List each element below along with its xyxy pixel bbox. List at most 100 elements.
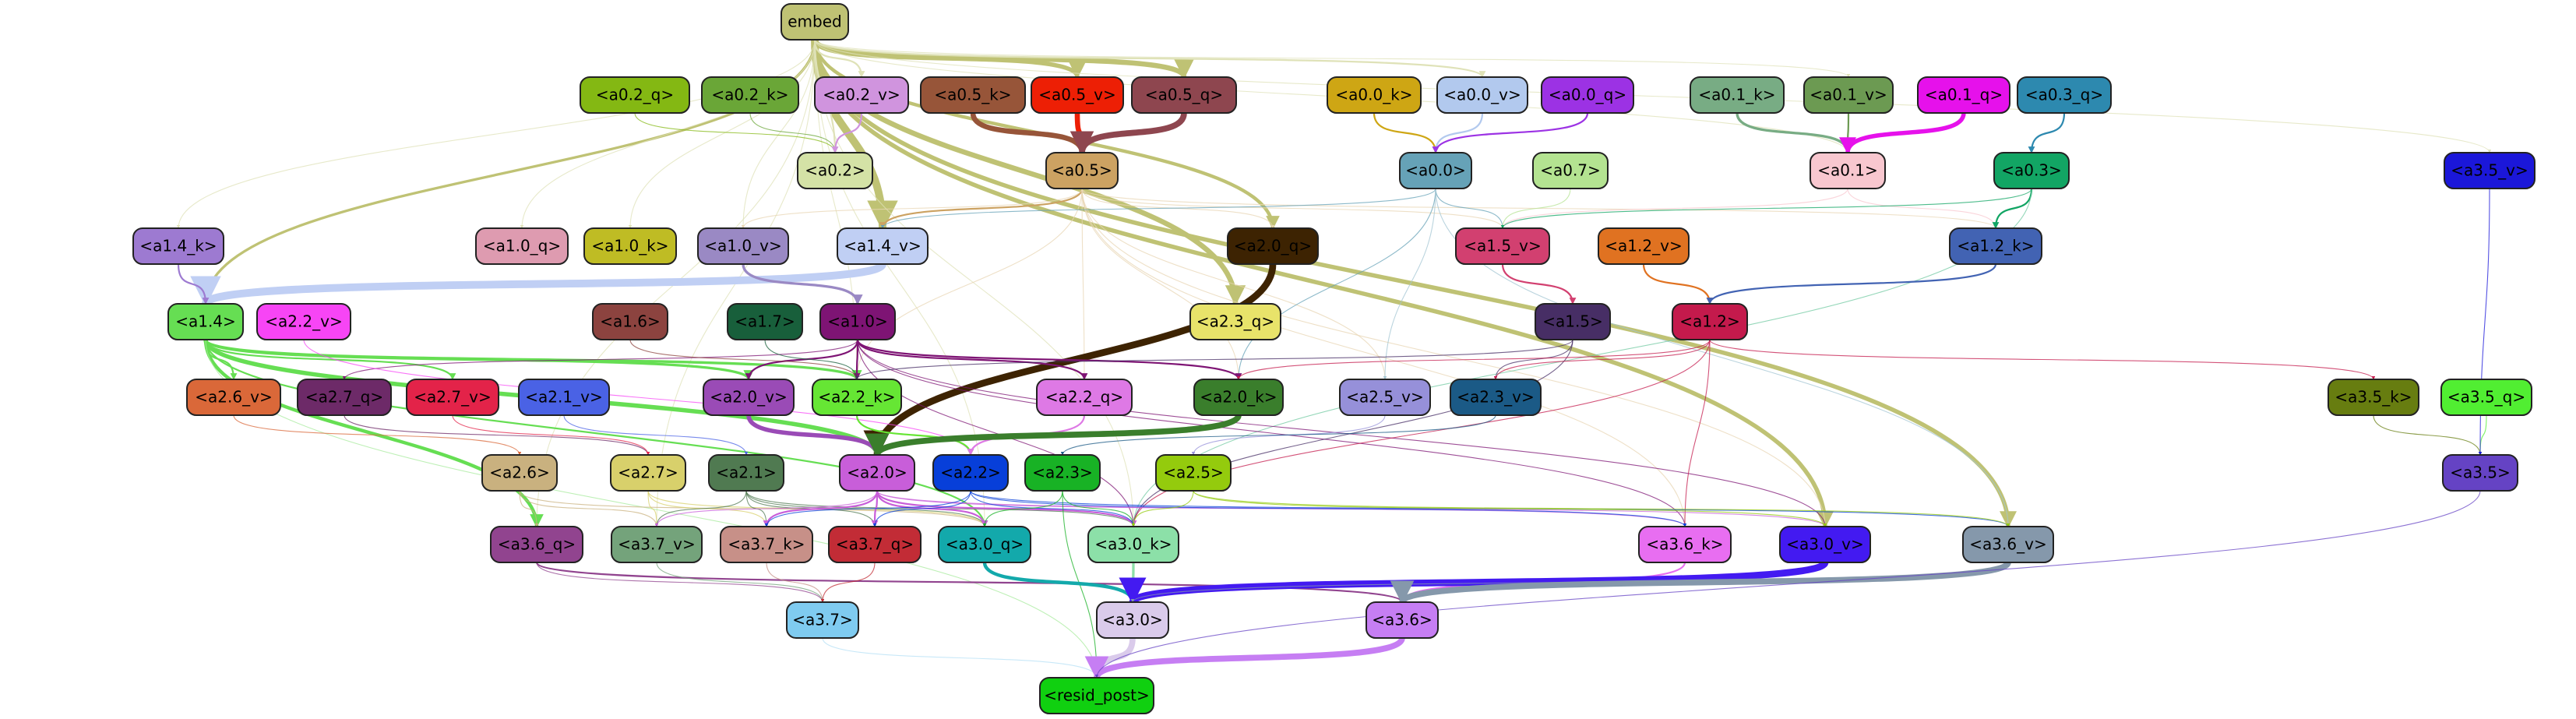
node-a3-7-k[interactable]: <a3.7_k> — [720, 526, 813, 563]
node-a0-3-q[interactable]: <a0.3_q> — [2017, 76, 2112, 114]
node-label: <a0.5_q> — [1145, 86, 1223, 104]
node-a3-5-q[interactable]: <a3.5_q> — [2440, 379, 2532, 416]
node-a2-6-v[interactable]: <a2.6_v> — [186, 379, 281, 416]
node-a3-7-v[interactable]: <a3.7_v> — [611, 526, 703, 563]
edge-a1_0-to-a2_2_k — [853, 339, 861, 380]
node-a3-0-v[interactable]: <a3.0_v> — [1779, 526, 1871, 563]
node-a0-2-v[interactable]: <a0.2_v> — [814, 76, 909, 114]
node-a0-5-q[interactable]: <a0.5_q> — [1131, 76, 1237, 114]
node-a3-5-k[interactable]: <a3.5_k> — [2328, 379, 2419, 416]
node-a0-1-v[interactable]: <a0.1_v> — [1803, 76, 1894, 114]
node-a0-7[interactable]: <a0.7> — [1532, 152, 1609, 189]
edge-a0_3-to-a1_2_k — [1992, 188, 2033, 229]
node-a2-0-q[interactable]: <a2.0_q> — [1227, 227, 1319, 265]
node-a3-5-v[interactable]: <a3.5_v> — [2444, 152, 2535, 189]
node-box — [727, 303, 803, 340]
node-a3-0-q[interactable]: <a3.0_q> — [938, 526, 1031, 563]
node-a3-6-q[interactable]: <a3.6_q> — [490, 526, 583, 563]
node-a1-6[interactable]: <a1.6> — [592, 303, 668, 340]
node-a1-2-k[interactable]: <a1.2_k> — [1949, 227, 2042, 265]
edge-a2_2-to-a3_0_k — [970, 490, 1136, 527]
node-a0-5-k[interactable]: <a0.5_k> — [920, 76, 1026, 114]
node-a0-0-v[interactable]: <a0.0_v> — [1436, 76, 1528, 114]
node-a2-3-v[interactable]: <a2.3_v> — [1450, 379, 1542, 416]
node-a2-2-v[interactable]: <a2.2_v> — [256, 303, 351, 340]
edge-a0_0_v-to-a0_0 — [1432, 112, 1484, 153]
node-a1-4-v[interactable]: <a1.4_v> — [837, 227, 929, 265]
node-label: <a2.6> — [489, 463, 550, 482]
node-a3-5[interactable]: <a3.5> — [2442, 454, 2518, 492]
node-box — [1024, 454, 1101, 492]
node-label: <a3.7_k> — [728, 535, 805, 554]
edge-a0_0-to-a2_0_k — [1236, 188, 1436, 380]
node-a2-3-q[interactable]: <a2.3_q> — [1189, 303, 1281, 340]
node-a1-0-v[interactable]: <a1.0_v> — [697, 227, 789, 265]
node-a0-1-q[interactable]: <a0.1_q> — [1917, 76, 2010, 114]
node-a3-6-v[interactable]: <a3.6_v> — [1962, 526, 2054, 563]
node-a2-1[interactable]: <a2.1> — [708, 454, 784, 492]
node-a3-6-k[interactable]: <a3.6_k> — [1638, 526, 1732, 563]
node-label: <a2.3_v> — [1457, 388, 1534, 407]
node-a2-2-q[interactable]: <a2.2_q> — [1036, 379, 1133, 416]
node-label: <a3.6_k> — [1646, 535, 1723, 554]
node-a0-5-v[interactable]: <a0.5_v> — [1031, 76, 1124, 114]
edge-embed-to-a1_0_k — [628, 39, 816, 229]
node-a0-3[interactable]: <a0.3> — [1993, 152, 2070, 189]
node-label: <a1.0> — [827, 312, 888, 331]
node-a2-7[interactable]: <a2.7> — [610, 454, 686, 492]
node-a0-1-k[interactable]: <a0.1_k> — [1690, 76, 1785, 114]
node-a2-5-v[interactable]: <a2.5_v> — [1339, 379, 1431, 416]
node-a0-2[interactable]: <a0.2> — [797, 152, 873, 189]
node-a1-2[interactable]: <a1.2> — [1672, 303, 1748, 340]
node-a0-5[interactable]: <a0.5> — [1045, 152, 1119, 189]
node-a2-0[interactable]: <a2.0> — [839, 454, 915, 492]
node-a3-0-k[interactable]: <a3.0_k> — [1087, 526, 1179, 563]
edge-a2_3_v-to-a2_3 — [1060, 414, 1496, 456]
node-resid-post[interactable]: <resid_post> — [1039, 677, 1154, 714]
node-a1-0[interactable]: <a1.0> — [819, 303, 896, 340]
node-a1-5[interactable]: <a1.5> — [1535, 303, 1611, 340]
node-box — [1532, 152, 1609, 189]
node-box — [481, 454, 558, 492]
node-a1-7[interactable]: <a1.7> — [727, 303, 803, 340]
node-a3-0[interactable]: <a3.0> — [1096, 601, 1169, 639]
node-label: <a1.2> — [1679, 312, 1740, 331]
node-a1-0-k[interactable]: <a1.0_k> — [583, 227, 677, 265]
node-a2-5[interactable]: <a2.5> — [1155, 454, 1232, 492]
node-a2-7-v[interactable]: <a2.7_v> — [406, 379, 499, 416]
node-embed[interactable]: embed — [781, 3, 849, 41]
node-a2-0-k[interactable]: <a2.0_k> — [1193, 379, 1284, 416]
node-a3-6[interactable]: <a3.6> — [1366, 601, 1439, 639]
node-a1-4-k[interactable]: <a1.4_k> — [132, 227, 224, 265]
node-box — [701, 76, 799, 114]
node-a0-1[interactable]: <a0.1> — [1810, 152, 1886, 189]
node-label: <a3.0_q> — [946, 535, 1024, 554]
node-a2-2[interactable]: <a2.2> — [932, 454, 1009, 492]
node-label: <a3.0_v> — [1786, 535, 1863, 554]
edge-a0_5_q-to-a0_5 — [1070, 112, 1187, 156]
node-a2-6[interactable]: <a2.6> — [481, 454, 558, 492]
node-a0-0-k[interactable]: <a0.0_k> — [1327, 76, 1422, 114]
node-a1-5-v[interactable]: <a1.5_v> — [1455, 227, 1550, 265]
node-a0-0[interactable]: <a0.0> — [1399, 152, 1472, 189]
node-a0-2-q[interactable]: <a0.2_q> — [580, 76, 690, 114]
edge-a0_5-to-a2_0_k — [1081, 188, 1241, 380]
node-a2-1-v[interactable]: <a2.1_v> — [518, 379, 610, 416]
node-a1-2-v[interactable]: <a1.2_v> — [1598, 227, 1690, 265]
node-a1-0-q[interactable]: <a1.0_q> — [475, 227, 569, 265]
node-box — [186, 379, 281, 416]
node-a0-0-q[interactable]: <a0.0_q> — [1541, 76, 1634, 114]
edge-a0_5-to-a1_4_v — [879, 188, 1084, 229]
node-a2-2-k[interactable]: <a2.2_k> — [812, 379, 902, 416]
node-a2-0-v[interactable]: <a2.0_v> — [703, 379, 795, 416]
edge-a1_0_v-to-a1_0 — [742, 263, 863, 305]
node-a0-2-k[interactable]: <a0.2_k> — [701, 76, 799, 114]
node-label: <a2.1_v> — [525, 388, 602, 407]
node-a3-7-q[interactable]: <a3.7_q> — [828, 526, 922, 563]
node-a2-3[interactable]: <a2.3> — [1024, 454, 1101, 492]
node-label: <a0.2_k> — [711, 86, 788, 104]
node-a1-4[interactable]: <a1.4> — [167, 303, 244, 340]
node-a2-7-q[interactable]: <a2.7_q> — [297, 379, 392, 416]
node-a3-7[interactable]: <a3.7> — [786, 601, 859, 639]
node-label: <a0.0_q> — [1549, 86, 1626, 104]
